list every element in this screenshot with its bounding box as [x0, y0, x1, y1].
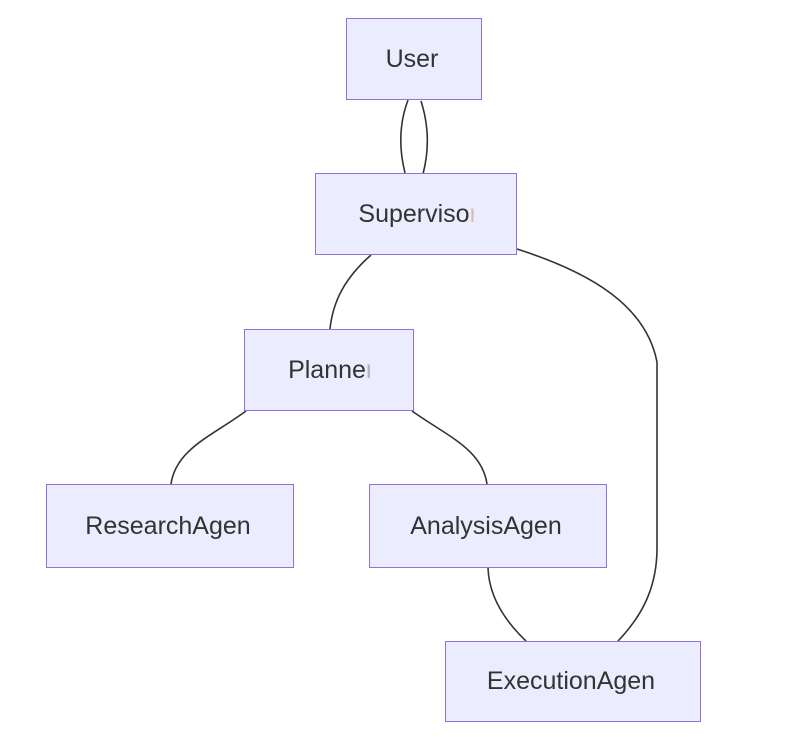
- node-research-agent: ResearchAgen: [46, 484, 294, 568]
- node-research-agent-label: ResearchAgen: [85, 511, 251, 540]
- node-user-label: User: [385, 44, 439, 73]
- edge-supervisor-execution: [516, 248, 658, 642]
- node-execution-agent-label: ExecutionAgen: [486, 667, 656, 695]
- node-supervisor-label-remnant: r: [470, 200, 474, 229]
- node-supervisor: Supervisor: [315, 173, 517, 255]
- node-execution-agent: ExecutionAgen: [445, 641, 701, 722]
- edge-user-supervisor-right: [420, 100, 429, 175]
- node-supervisor-label: Superviso: [358, 199, 470, 228]
- node-analysis-agent: AnalysisAgen: [369, 484, 607, 568]
- edge-user-supervisor-left: [400, 99, 409, 174]
- node-planner-label: Planne: [288, 355, 366, 384]
- node-planner-label-remnant: r: [366, 356, 370, 385]
- node-user: User: [346, 18, 482, 100]
- edge-supervisor-planner: [329, 254, 372, 330]
- edge-planner-analysis: [411, 410, 488, 485]
- node-analysis-agent-label: AnalysisAgen: [410, 511, 562, 540]
- edge-analysis-execution: [487, 567, 527, 642]
- edge-planner-research: [170, 410, 247, 485]
- node-planner: Planner: [244, 329, 414, 411]
